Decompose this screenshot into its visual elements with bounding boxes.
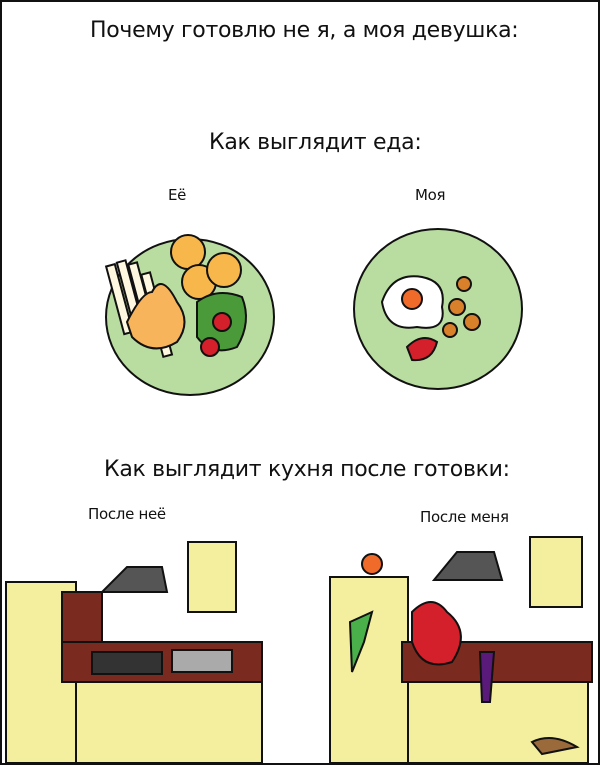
my-plate [353, 228, 523, 390]
food-heading: Как выглядит еда: [209, 130, 422, 155]
my-kitchen [329, 536, 593, 763]
her-kitchen [5, 541, 263, 763]
her-food-label: Её [168, 186, 187, 204]
comic-title: Почему готовлю не я, а моя девушка: [90, 18, 519, 43]
kitchen-heading: Как выглядит кухня после готовки: [104, 457, 510, 482]
her-plate [104, 234, 275, 396]
after-me-label: После меня [420, 508, 509, 526]
my-food-label: Моя [415, 186, 446, 204]
after-her-label: После неё [88, 505, 166, 523]
